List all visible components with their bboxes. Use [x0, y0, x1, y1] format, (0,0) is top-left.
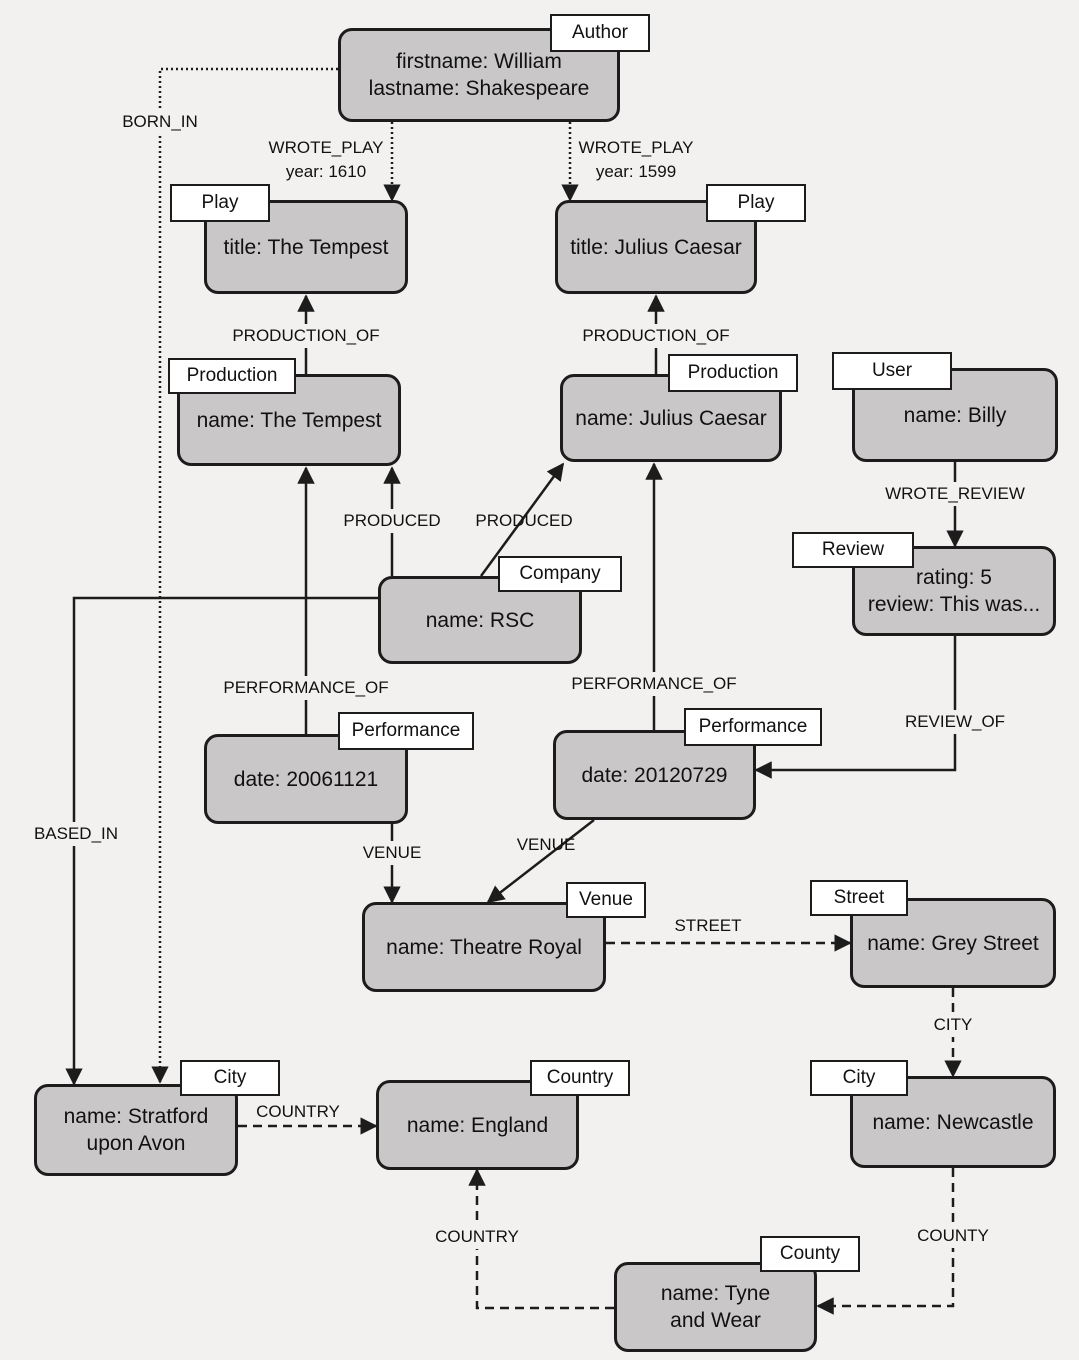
edge-label-review-of: REVIEW_OF	[902, 710, 1008, 734]
tag-county: County	[760, 1236, 860, 1272]
edge-label-country-1: COUNTRY	[256, 1102, 340, 1121]
city-stratford-line1: name: Stratford	[63, 1105, 209, 1128]
node-city-stratford: name: Stratford upon Avon	[34, 1084, 238, 1176]
edge-label-city: CITY	[931, 1013, 975, 1037]
play-tempest-title: title: The Tempest	[223, 235, 389, 259]
city-newcastle-name: name: Newcastle	[872, 1110, 1034, 1134]
county-name-line2: and Wear	[670, 1309, 761, 1332]
production-caesar-name: name: Julius Caesar	[575, 406, 767, 430]
tag-performance-2006: Performance	[338, 712, 474, 750]
country-name: name: England	[406, 1113, 549, 1137]
tag-city-stratford: City	[180, 1060, 280, 1096]
edge-label-county: COUNTY	[915, 1224, 991, 1248]
tag-review: Review	[792, 532, 914, 568]
edge-label-production-of-1: PRODUCTION_OF	[230, 324, 382, 348]
node-venue-theatre-royal: name: Theatre Royal	[362, 902, 606, 992]
edge-country-2	[468, 1168, 614, 1310]
tag-city-newcastle: City	[810, 1060, 908, 1096]
venue-name: name: Theatre Royal	[386, 935, 582, 959]
production-tempest-name: name: The Tempest	[196, 408, 382, 432]
city-stratford-line2: upon Avon	[86, 1132, 186, 1155]
edge-review-of	[754, 636, 957, 779]
edge-label-wrote-play-2: WROTE_PLAY year: 1599	[576, 136, 696, 184]
edge-label-produced-2: PRODUCED	[475, 511, 573, 530]
edge-label-venue-1: VENUE	[360, 841, 424, 865]
node-company-rsc: name: RSC	[378, 576, 582, 664]
wrote-play-1-year: year: 1610	[285, 162, 367, 181]
edge-label-performance-of-2: PERFORMANCE_OF	[569, 672, 739, 696]
review-text: review: This was...	[867, 593, 1041, 616]
edge-label-performance-of-1: PERFORMANCE_OF	[221, 676, 391, 700]
tag-performance-2012: Performance	[684, 708, 822, 746]
tag-venue: Venue	[566, 882, 646, 918]
county-name-line1: name: Tyne	[660, 1282, 771, 1305]
edge-produced-2	[479, 462, 565, 577]
edge-label-street: STREET	[672, 914, 744, 938]
edge-label-produced-1: PRODUCED	[341, 509, 443, 533]
author-firstname: firstname: William	[396, 50, 562, 73]
tag-production-tempest: Production	[168, 358, 296, 394]
edge-label-production-of-2: PRODUCTION_OF	[580, 324, 732, 348]
tag-country: Country	[530, 1060, 630, 1096]
company-name: name: RSC	[425, 608, 535, 632]
edge-county	[816, 1168, 955, 1315]
edge-label-wrote-play-1: WROTE_PLAY year: 1610	[266, 136, 386, 184]
performance-2006-date: date: 20061121	[233, 767, 379, 791]
node-review: rating: 5 review: This was...	[852, 546, 1056, 636]
performance-2012-date: date: 20120729	[581, 763, 728, 787]
play-caesar-title: title: Julius Caesar	[570, 235, 742, 259]
node-street-grey: name: Grey Street	[850, 898, 1056, 988]
author-lastname: lastname: Shakespeare	[368, 77, 590, 100]
wrote-play-2-year: year: 1599	[595, 162, 677, 181]
tag-author: Author	[550, 14, 650, 52]
edge-label-born-in: BORN_IN	[120, 110, 200, 134]
edge-label-country-2: COUNTRY	[433, 1225, 521, 1249]
node-country-england: name: England	[376, 1080, 579, 1170]
edge-label-venue-2: VENUE	[516, 835, 576, 854]
user-name: name: Billy	[903, 403, 1007, 427]
node-author: firstname: William lastname: Shakespeare	[338, 28, 620, 122]
edge-label-based-in: BASED_IN	[31, 822, 121, 846]
street-name: name: Grey Street	[867, 931, 1039, 955]
tag-play-tempest: Play	[170, 184, 270, 222]
wrote-play-2-name: WROTE_PLAY	[578, 138, 694, 157]
tag-production-caesar: Production	[668, 354, 798, 392]
tag-company: Company	[498, 556, 622, 592]
edge-label-wrote-review: WROTE_REVIEW	[883, 482, 1027, 506]
tag-play-caesar: Play	[706, 184, 806, 222]
tag-user: User	[832, 352, 952, 390]
edge-based-in	[65, 596, 378, 1086]
edge-venue-2	[486, 819, 595, 904]
review-rating: rating: 5	[916, 566, 992, 589]
node-county-tyne-and-wear: name: Tyne and Wear	[614, 1262, 817, 1352]
wrote-play-1-name: WROTE_PLAY	[268, 138, 384, 157]
tag-street: Street	[810, 880, 908, 916]
